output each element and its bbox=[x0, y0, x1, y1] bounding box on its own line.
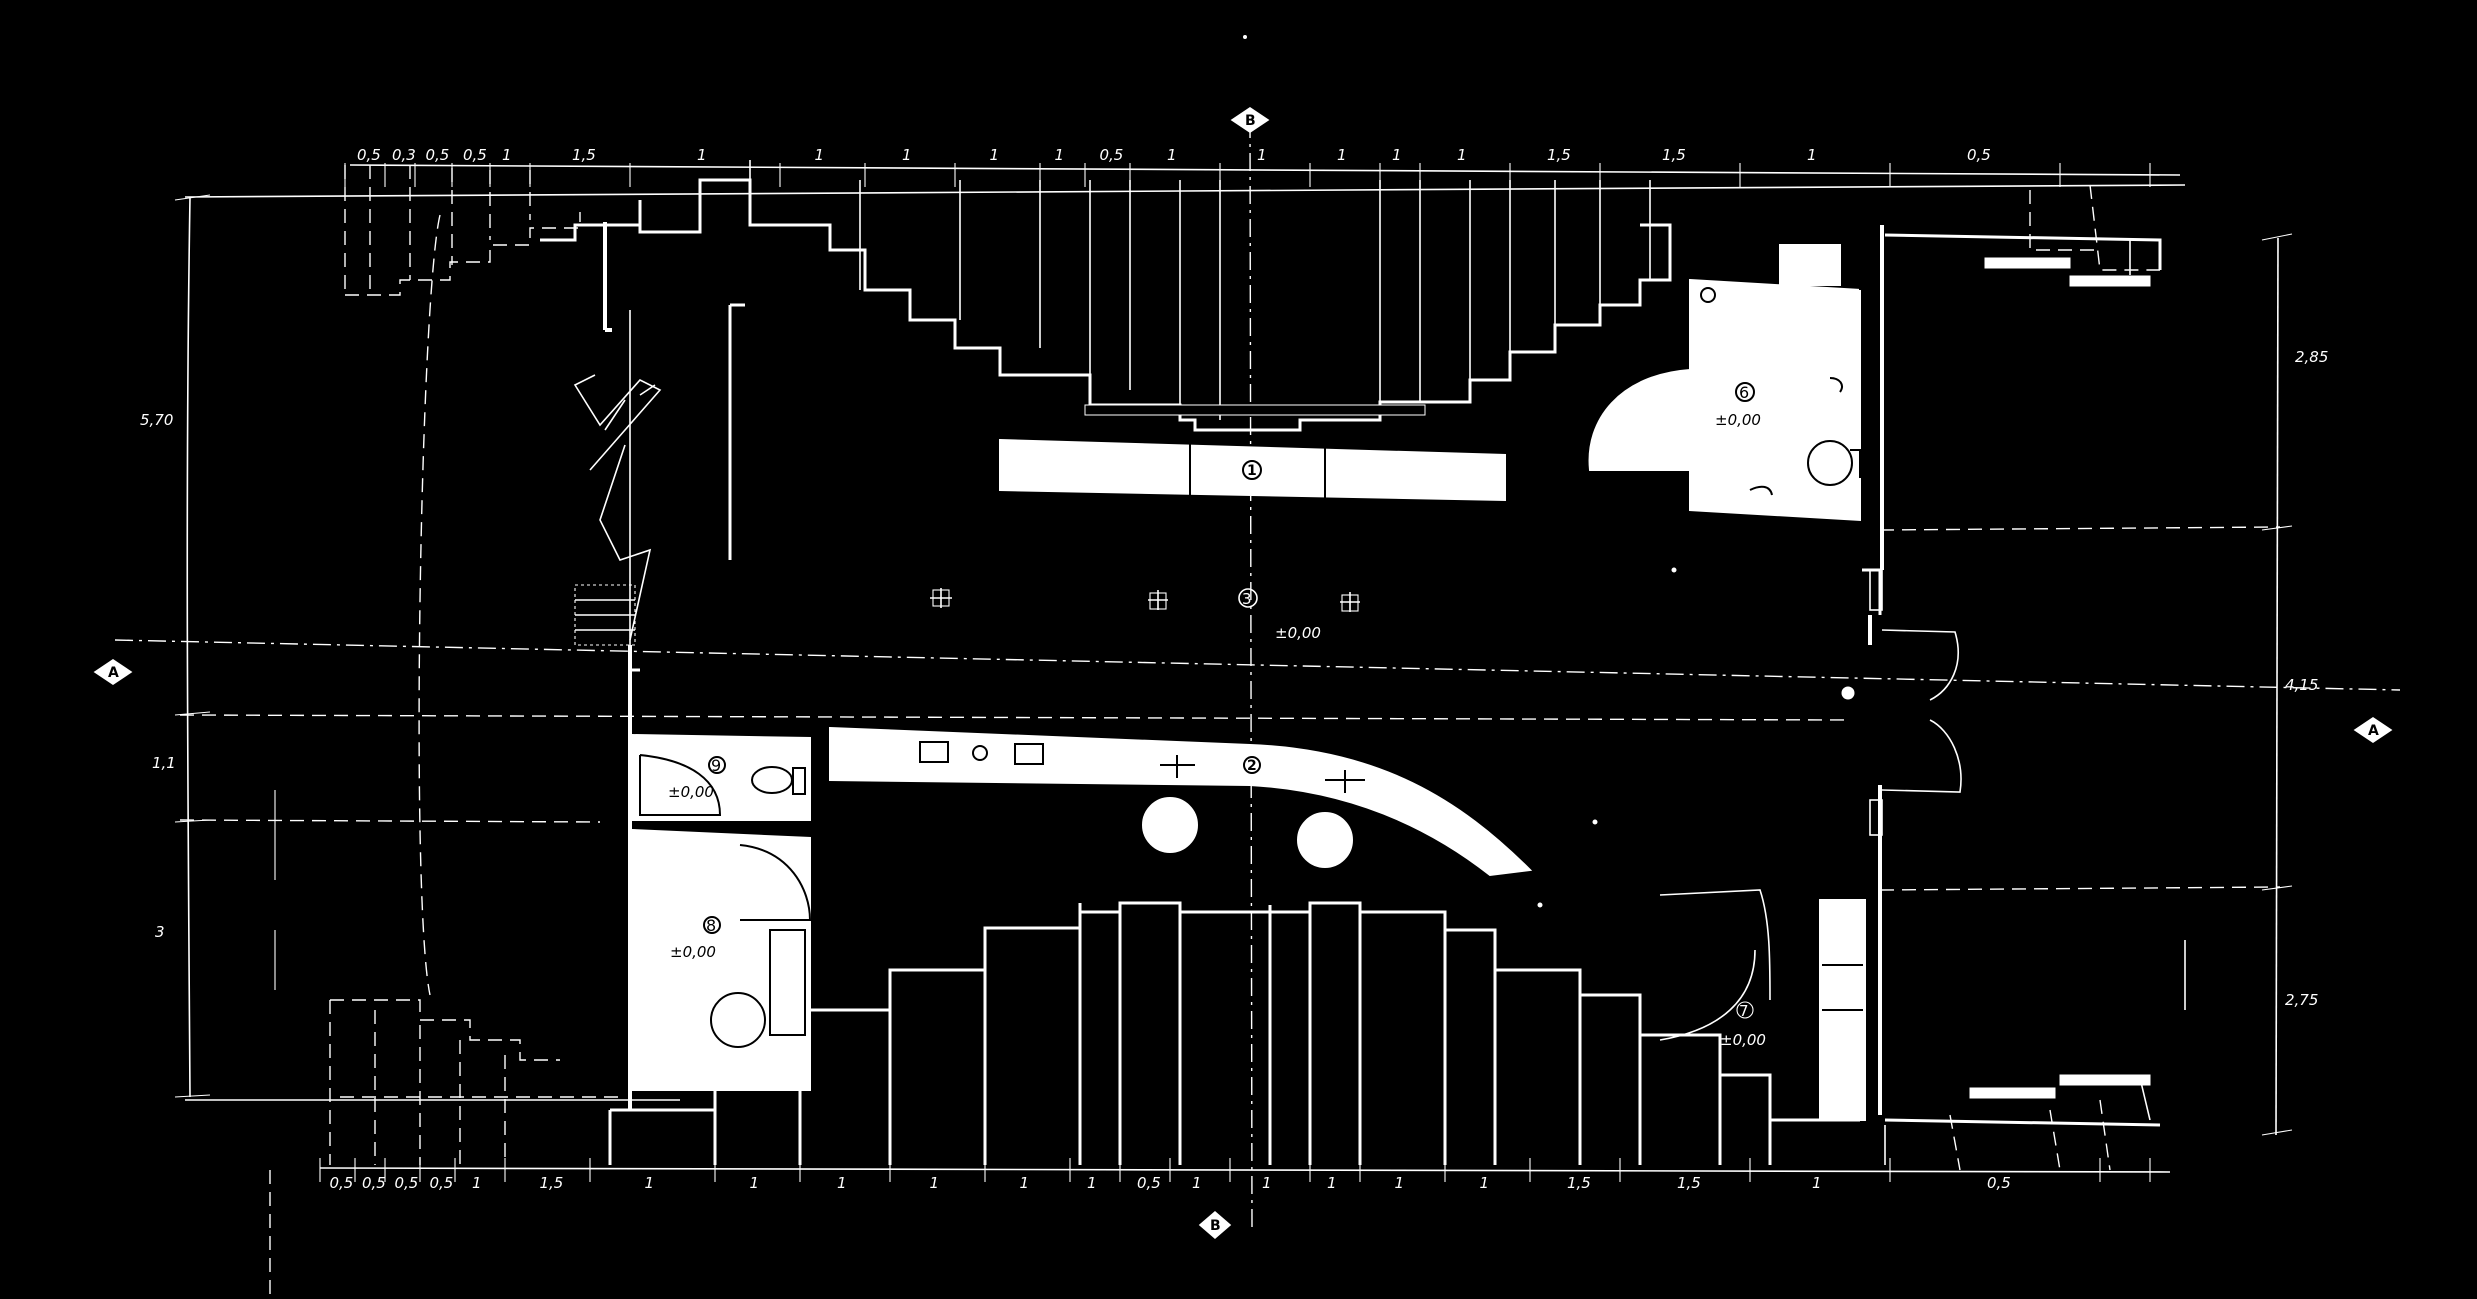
bottom-dim-label: 1 bbox=[1812, 1174, 1822, 1192]
bottom-dimension-labels: 0,5 0,5 0,5 0,5 1 1,5 1 1 1 1 1 1 0,5 1 1 1 1 1 1,5 1,5 1 0,5 bbox=[330, 1174, 2011, 1192]
svg-text:B: B bbox=[1210, 1218, 1221, 1234]
svg-text:B: B bbox=[1245, 113, 1256, 129]
top-dim-label: 1 bbox=[815, 146, 825, 164]
svg-text:A: A bbox=[2368, 723, 2379, 739]
bottom-dim-label: 0,5 bbox=[1137, 1174, 1161, 1192]
bottom-dim-label: 1,5 bbox=[1567, 1174, 1591, 1192]
svg-text:A: A bbox=[108, 665, 119, 681]
right-dim-2: 4,15 bbox=[2285, 676, 2318, 694]
counter-2: 2 bbox=[829, 726, 1533, 877]
bottom-dim-label: 0,5 bbox=[362, 1174, 386, 1192]
right-dimension-line bbox=[2261, 233, 2293, 1136]
bottom-dim-label: 1 bbox=[930, 1174, 940, 1192]
room-level-8: ±0,00 bbox=[670, 943, 716, 961]
room-6-wc: 6 ±0,00 bbox=[1588, 244, 1861, 522]
left-dimension-line bbox=[174, 194, 211, 1098]
bottom-dim-label: 1 bbox=[1087, 1174, 1097, 1192]
central-space-3: 3 ±0,00 bbox=[930, 588, 1360, 642]
top-dim-label: 0,3 bbox=[392, 146, 416, 164]
entry-stair-left bbox=[573, 310, 662, 660]
room-level-9: ±0,00 bbox=[668, 783, 714, 801]
bottom-dim-label: 1,5 bbox=[540, 1174, 564, 1192]
top-dim-label: 0,5 bbox=[463, 146, 487, 164]
top-dim-label: 1 bbox=[1257, 146, 1267, 164]
top-dim-label: 1,5 bbox=[572, 146, 596, 164]
bottom-dim-label: 1 bbox=[645, 1174, 655, 1192]
left-dim-3: 3 bbox=[155, 923, 165, 941]
room-number-9: 9 bbox=[711, 756, 721, 775]
section-marker-bottom: B bbox=[1198, 1210, 1232, 1240]
left-dim-2: 1,1 bbox=[152, 754, 176, 772]
top-dim-label: 1 bbox=[1055, 146, 1065, 164]
bottom-dim-label: 1 bbox=[1480, 1174, 1490, 1192]
bottom-dim-label: 0,5 bbox=[430, 1174, 454, 1192]
top-dim-label: 1 bbox=[1392, 146, 1402, 164]
room-8: 8 ±0,00 bbox=[631, 828, 812, 1091]
top-dim-label: 1 bbox=[1337, 146, 1347, 164]
bottom-dim-label: 0,5 bbox=[395, 1174, 419, 1192]
bottom-dim-label: 0,5 bbox=[330, 1174, 354, 1192]
room-number-2: 2 bbox=[1247, 758, 1257, 774]
section-marker-left: A bbox=[93, 659, 133, 685]
top-dim-label: 1 bbox=[902, 146, 912, 164]
room-7: 7 ±0,00 bbox=[1659, 889, 1866, 1121]
dot-mark bbox=[1671, 567, 1677, 573]
top-dimension-labels: 0,5 0,3 0,5 0,5 1 1,5 1 1 1 1 1 0,5 1 1 1 1 1 1,5 1,5 1 0,5 bbox=[357, 146, 1991, 164]
room-number-6: 6 bbox=[1739, 383, 1749, 402]
top-dim-label: 1 bbox=[1167, 146, 1177, 164]
top-dim-label: 1,5 bbox=[1547, 146, 1571, 164]
right-dim-1: 2,85 bbox=[2295, 348, 2328, 366]
top-dim-label: 0,5 bbox=[426, 146, 450, 164]
dot-mark bbox=[1537, 902, 1543, 908]
top-dim-label: 1 bbox=[697, 146, 707, 164]
bottom-dim-label: 1 bbox=[1020, 1174, 1030, 1192]
side-dimension-labels: 5,70 1,1 3 2,85 4,15 2,75 bbox=[140, 348, 2328, 1009]
room-level-6: ±0,00 bbox=[1715, 411, 1761, 429]
top-dim-label: 1 bbox=[502, 146, 512, 164]
stepped-outline-bottom-left bbox=[329, 999, 2111, 1171]
bottom-dim-label: 1 bbox=[1192, 1174, 1202, 1192]
top-dim-label: 0,5 bbox=[357, 146, 381, 164]
room-number-8: 8 bbox=[706, 916, 716, 935]
top-dimension-line bbox=[184, 163, 2186, 198]
right-dim-3: 2,75 bbox=[2285, 991, 2318, 1009]
bottom-dimension-line bbox=[185, 1099, 2171, 1182]
counter-1: 1 bbox=[999, 404, 1506, 502]
bottom-dim-label: 0,5 bbox=[1987, 1174, 2011, 1192]
room-level-3: ±0,00 bbox=[1275, 624, 1321, 642]
dot-mark bbox=[1243, 35, 1247, 39]
top-dim-label: 0,5 bbox=[1967, 146, 1991, 164]
bottom-dim-label: 1 bbox=[1262, 1174, 1272, 1192]
room-number-7: 7 bbox=[1739, 1002, 1749, 1020]
top-dim-label: 1 bbox=[990, 146, 1000, 164]
left-dim-1: 5,70 bbox=[140, 411, 173, 429]
dot-mark bbox=[1592, 819, 1598, 825]
bottom-dim-label: 1 bbox=[837, 1174, 847, 1192]
bottom-dim-label: 1 bbox=[472, 1174, 482, 1192]
bottom-dim-label: 1,5 bbox=[1677, 1174, 1701, 1192]
edge-details bbox=[1969, 240, 2186, 1121]
room-level-7: ±0,00 bbox=[1720, 1031, 1766, 1049]
top-dim-label: 1 bbox=[1807, 146, 1817, 164]
bottom-dim-label: 1 bbox=[1395, 1174, 1405, 1192]
top-dim-label: 1 bbox=[1457, 146, 1467, 164]
entry-doors bbox=[1841, 569, 1962, 836]
room-9-wc: 9 ±0,00 bbox=[631, 733, 811, 821]
axis-lines bbox=[114, 119, 2401, 1299]
section-marker-top: B bbox=[1230, 107, 1270, 133]
stepped-outline-top-left bbox=[344, 165, 2160, 296]
room-number-1: 1 bbox=[1247, 463, 1257, 479]
top-dim-label: 0,5 bbox=[1100, 146, 1124, 164]
bottom-dim-label: 1 bbox=[750, 1174, 760, 1192]
bottom-dim-label: 1 bbox=[1327, 1174, 1337, 1192]
room-number-3: 3 bbox=[1242, 590, 1252, 608]
top-dim-label: 1,5 bbox=[1662, 146, 1686, 164]
section-marker-right: A bbox=[2353, 717, 2393, 743]
